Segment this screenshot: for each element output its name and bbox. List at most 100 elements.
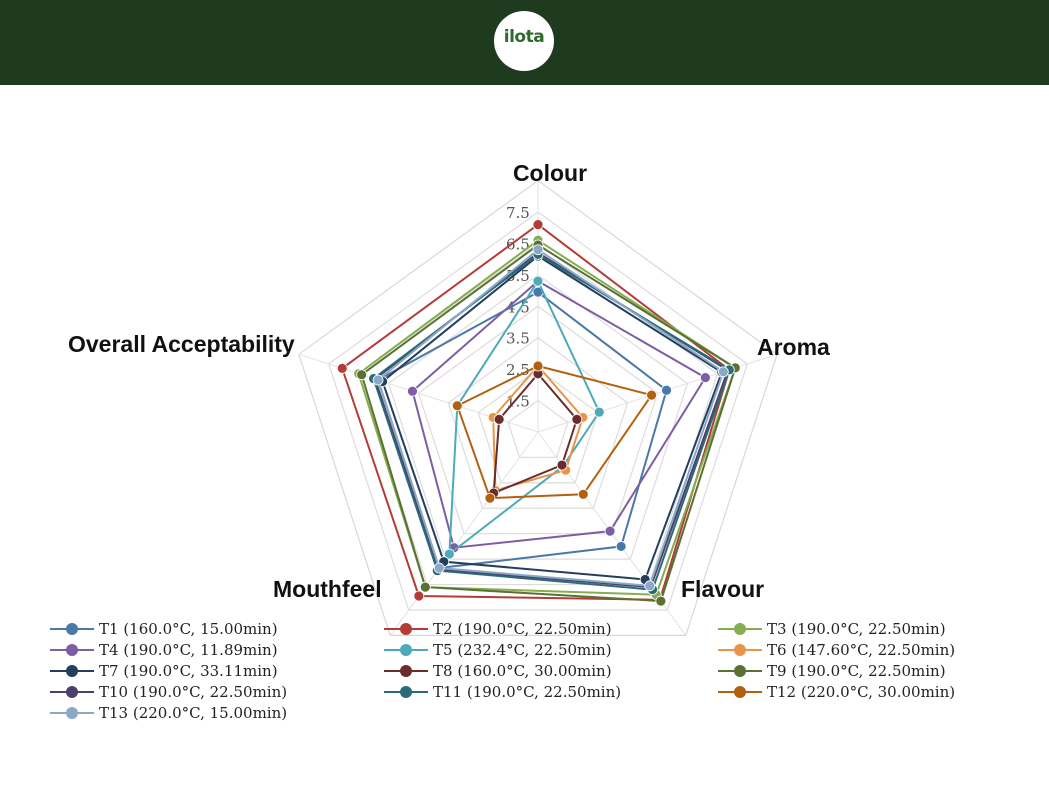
data-point-t13 (433, 562, 445, 574)
series-line-t5 (448, 279, 601, 557)
axis-label: Overall Acceptability (68, 331, 295, 357)
axis-label: Mouthfeel (273, 576, 382, 602)
series-line-t9 (360, 243, 737, 603)
legend-marker (734, 643, 746, 656)
chart-legend: T1 (160.0°C, 15.00min)T2 (190.0°C, 22.50… (50, 618, 1000, 728)
legend-marker (66, 706, 78, 719)
data-point-t13 (717, 366, 729, 378)
data-point-t8 (493, 413, 505, 425)
legend-label: T4 (190.0°C, 11.89min) (99, 640, 278, 659)
legend-item: T4 (190.0°C, 11.89min) (50, 639, 278, 660)
legend-marker (734, 622, 746, 635)
grid-ring (387, 274, 689, 560)
data-point-t4 (604, 525, 616, 537)
legend-marker (66, 622, 78, 635)
legend-item: T6 (147.60°C, 22.50min) (718, 639, 955, 660)
legend-swatch (50, 706, 94, 719)
grid-ring (507, 399, 569, 459)
legend-swatch (718, 685, 762, 698)
grid-ring (417, 305, 659, 535)
data-point-t12 (484, 492, 496, 504)
legend-label: T9 (190.0°C, 22.50min) (767, 661, 946, 680)
legend-swatch (718, 622, 762, 635)
data-point-t13 (372, 374, 384, 386)
legend-item: T9 (190.0°C, 22.50min) (718, 660, 946, 681)
tick-label: 6.5 (506, 235, 530, 253)
series-line-t12 (456, 364, 654, 500)
data-point-t4 (699, 372, 711, 384)
legend-marker (66, 685, 78, 698)
logo-text: ilota (503, 27, 545, 47)
legend-label: T3 (190.0°C, 22.50min) (767, 619, 946, 638)
series-line-t4 (411, 279, 707, 549)
legend-swatch (50, 643, 94, 656)
legend-marker (734, 664, 746, 677)
tick-label: 3.5 (506, 330, 530, 348)
series-line-t3 (357, 239, 737, 596)
legend-label: T6 (147.60°C, 22.50min) (767, 640, 956, 659)
data-point-t13 (644, 580, 656, 592)
data-point-t5 (532, 275, 544, 287)
grid-ring (447, 336, 629, 509)
data-point-t5 (443, 548, 455, 560)
legend-swatch (384, 664, 428, 677)
legend-label: T12 (220.0°C, 30.00min) (767, 682, 956, 701)
legend-item: T12 (220.0°C, 30.00min) (718, 681, 955, 702)
data-point-t12 (577, 488, 589, 500)
legend-label: T13 (220.0°C, 15.00min) (99, 703, 288, 722)
axis-label: Aroma (757, 334, 830, 360)
legend-label: T10 (190.0°C, 22.50min) (99, 682, 288, 701)
legend-swatch (50, 685, 94, 698)
legend-label: T5 (232.4°C, 22.50min) (433, 640, 612, 659)
legend-swatch (718, 643, 762, 656)
legend-swatch (384, 622, 428, 635)
data-point-t2 (413, 590, 425, 602)
legend-label: T1 (160.0°C, 15.00min) (99, 619, 278, 638)
data-point-t13 (532, 244, 544, 256)
data-point-t4 (407, 385, 418, 397)
data-point-t12 (451, 400, 463, 412)
grid-ring (477, 368, 599, 484)
legend-item: T10 (190.0°C, 22.50min) (50, 681, 287, 702)
tick-label: 2.5 (506, 361, 530, 379)
grid-spoke (389, 431, 539, 636)
legend-swatch (384, 643, 428, 656)
legend-item: T3 (190.0°C, 22.50min) (718, 618, 946, 639)
data-point-t9 (655, 595, 667, 607)
legend-swatch (384, 685, 428, 698)
series-line-t13 (376, 248, 725, 587)
data-point-t8 (556, 459, 568, 471)
data-point-t9 (419, 581, 431, 593)
series-line-t8 (492, 372, 578, 495)
data-point-t2 (336, 362, 348, 374)
series-line-t2 (341, 223, 731, 601)
legend-label: T11 (190.0°C, 22.50min) (433, 682, 622, 701)
series-line-t6 (492, 364, 584, 492)
legend-item: T7 (190.0°C, 33.11min) (50, 660, 278, 681)
legend-marker (400, 685, 412, 698)
data-point-t1 (615, 541, 627, 552)
legend-item: T1 (160.0°C, 15.00min) (50, 618, 278, 639)
legend-swatch (50, 622, 94, 635)
legend-marker (400, 643, 412, 656)
legend-marker (400, 664, 412, 677)
legend-item: T11 (190.0°C, 22.50min) (384, 681, 621, 702)
brand-logo[interactable]: ilota (494, 11, 554, 71)
legend-swatch (50, 664, 94, 677)
axis-label: Flavour (681, 576, 764, 602)
legend-item: T13 (220.0°C, 15.00min) (50, 702, 287, 723)
series-line-t11 (372, 253, 731, 591)
legend-label: T8 (160.0°C, 30.00min) (433, 661, 612, 680)
series-line-t1 (376, 290, 668, 570)
data-point-t1 (661, 384, 672, 396)
grid-ring-outer (298, 179, 778, 637)
legend-swatch (718, 664, 762, 677)
axis-label: Colour (513, 160, 587, 186)
header-bar: ilota (0, 0, 1049, 85)
legend-marker (66, 664, 78, 677)
legend-marker (66, 643, 78, 656)
series-line-t7 (381, 254, 724, 581)
data-point-t12 (646, 389, 657, 401)
legend-item: T8 (160.0°C, 30.00min) (384, 660, 612, 681)
